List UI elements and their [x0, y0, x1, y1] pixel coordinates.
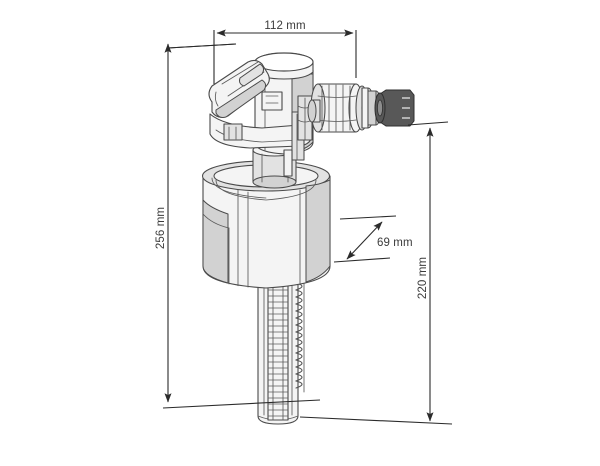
lever-arm	[208, 59, 313, 149]
dimension-220mm: 220 mm	[299, 121, 453, 425]
inlet-fittings	[307, 99, 321, 123]
product-illustration	[201, 52, 415, 425]
valve-cap	[254, 52, 314, 80]
dimension-69mm-line	[346, 221, 383, 260]
dimension-256mm-label: 256 mm	[155, 207, 167, 249]
dimension-220mm-label: 220 mm	[417, 257, 429, 299]
dimension-69mm: 69 mm	[333, 215, 413, 263]
dimension-112mm-label: 112 mm	[264, 20, 305, 32]
rack-shaft	[267, 263, 289, 421]
hex-nut	[374, 89, 415, 127]
coil-spring	[295, 261, 303, 389]
collar-ribs	[317, 84, 357, 132]
dimension-256mm: 256 mm	[155, 43, 321, 409]
dimension-69mm-label: 69 mm	[377, 237, 413, 249]
dimension-112mm: 112 mm	[167, 20, 357, 84]
